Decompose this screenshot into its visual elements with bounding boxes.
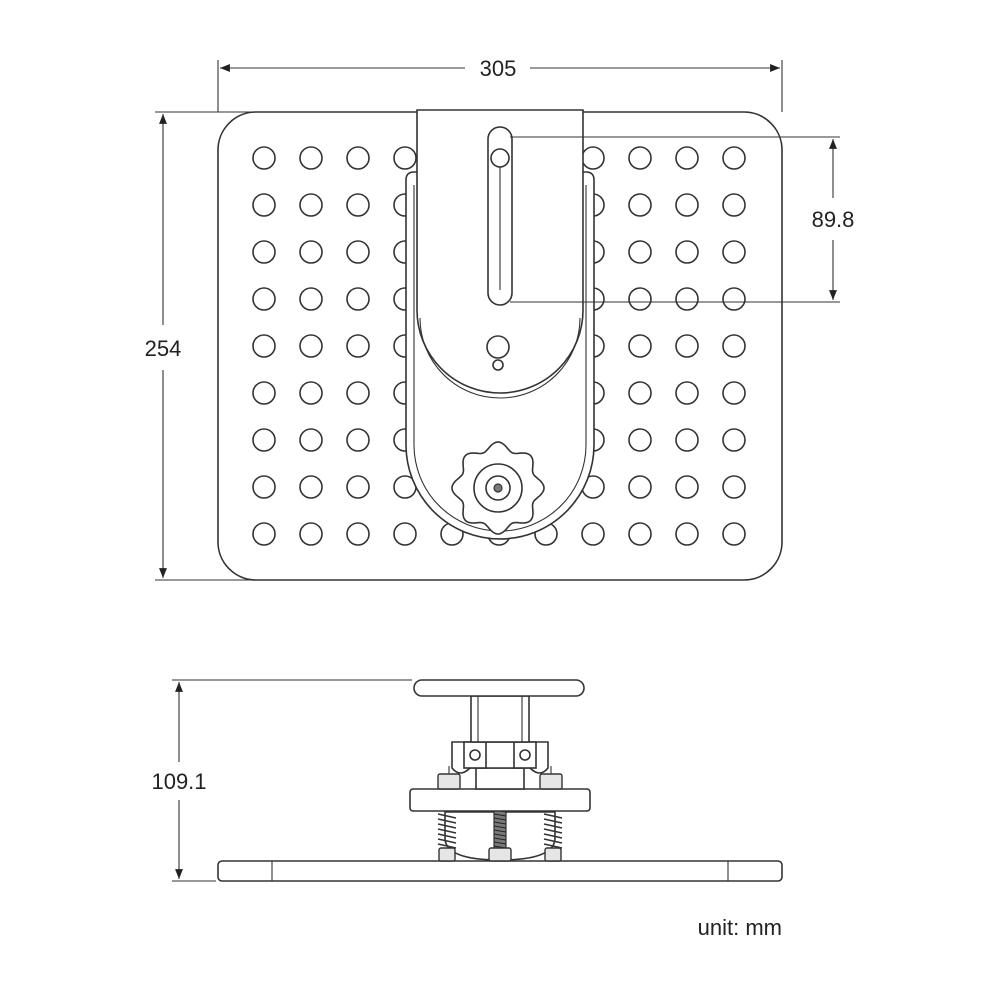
perforation-hole — [346, 381, 370, 405]
perforation-hole — [299, 287, 323, 311]
perforation-hole — [722, 522, 746, 546]
perforation-hole — [346, 428, 370, 452]
perforation-hole — [252, 428, 276, 452]
perforation-hole — [581, 146, 605, 170]
middle-plate — [409, 788, 591, 812]
perforation-hole — [252, 193, 276, 217]
perforation-hole — [299, 428, 323, 452]
perforation-hole — [628, 381, 652, 405]
perforation-hole — [675, 287, 699, 311]
spring-coil — [543, 818, 563, 824]
spring-coil — [437, 813, 457, 819]
perforation-hole — [628, 475, 652, 499]
perforation-hole — [722, 334, 746, 358]
perforation-hole — [346, 193, 370, 217]
perforation-hole — [722, 193, 746, 217]
width-label: 305 — [480, 56, 517, 81]
perforation-hole — [675, 334, 699, 358]
spring-coil — [437, 823, 457, 829]
unit-label: unit: mm — [698, 915, 782, 940]
perforation-hole — [675, 193, 699, 217]
height-label: 254 — [145, 336, 182, 361]
total-height-label: 109.1 — [151, 769, 206, 794]
perforation-hole — [393, 146, 417, 170]
perforation-hole — [675, 428, 699, 452]
perforation-hole — [252, 381, 276, 405]
perforation-hole — [628, 193, 652, 217]
perforation-hole — [393, 522, 417, 546]
perforation-hole — [299, 475, 323, 499]
clamp-block — [475, 767, 525, 790]
perforation-hole — [252, 287, 276, 311]
perforation-hole — [722, 428, 746, 452]
perforation-hole — [722, 475, 746, 499]
perforation-hole — [252, 522, 276, 546]
perforation-hole — [722, 146, 746, 170]
perforation-hole — [346, 475, 370, 499]
perforation-hole — [628, 287, 652, 311]
perforation-hole — [252, 334, 276, 358]
perforation-hole — [252, 475, 276, 499]
perforation-hole — [722, 381, 746, 405]
perforation-hole — [346, 287, 370, 311]
spring-coil — [543, 838, 563, 844]
dim-height: 254 — [145, 111, 256, 581]
springs — [437, 813, 563, 849]
perforation-hole — [675, 146, 699, 170]
spring-coil — [437, 833, 457, 839]
perforation-hole — [346, 334, 370, 358]
perforation-hole — [299, 381, 323, 405]
perforation-hole — [628, 522, 652, 546]
perforation-hole — [581, 522, 605, 546]
spring-coil — [437, 818, 457, 824]
side-view — [217, 679, 783, 882]
star-knob-icon — [451, 441, 545, 535]
perforation-hole — [299, 522, 323, 546]
perforation-hole — [628, 428, 652, 452]
perforation-hole — [675, 381, 699, 405]
perforation-hole — [675, 475, 699, 499]
slot-label: 89.8 — [812, 207, 855, 232]
side-base-plate — [217, 860, 783, 882]
perforation-hole — [252, 146, 276, 170]
arm-hole-small — [492, 359, 504, 371]
perforation-hole — [346, 240, 370, 264]
perforation-hole — [346, 146, 370, 170]
spring-coil — [543, 828, 563, 834]
spring-coil — [543, 823, 563, 829]
perforation-hole — [252, 240, 276, 264]
perforation-hole — [299, 334, 323, 358]
spring-coil — [543, 813, 563, 819]
perforation-hole — [628, 334, 652, 358]
top-view — [217, 109, 783, 581]
arm-hole — [486, 335, 510, 359]
perforation-hole — [675, 522, 699, 546]
perforation-hole — [722, 287, 746, 311]
dim-width: 305 — [217, 56, 783, 112]
perforation-hole — [299, 193, 323, 217]
dim-total-height: 109.1 — [151, 679, 412, 882]
spring-coil — [543, 833, 563, 839]
top-plate — [413, 679, 585, 697]
perforation-hole — [628, 240, 652, 264]
perforation-hole — [299, 146, 323, 170]
spring-coil — [437, 828, 457, 834]
arm-shadow — [419, 317, 581, 399]
perforation-hole — [722, 240, 746, 264]
perforation-hole — [299, 240, 323, 264]
dim-slot: 89.8 — [510, 136, 855, 303]
post — [470, 695, 530, 743]
spring-coil — [437, 838, 457, 844]
perforation-hole — [628, 146, 652, 170]
perforation-hole — [675, 240, 699, 264]
perforation-hole — [346, 522, 370, 546]
